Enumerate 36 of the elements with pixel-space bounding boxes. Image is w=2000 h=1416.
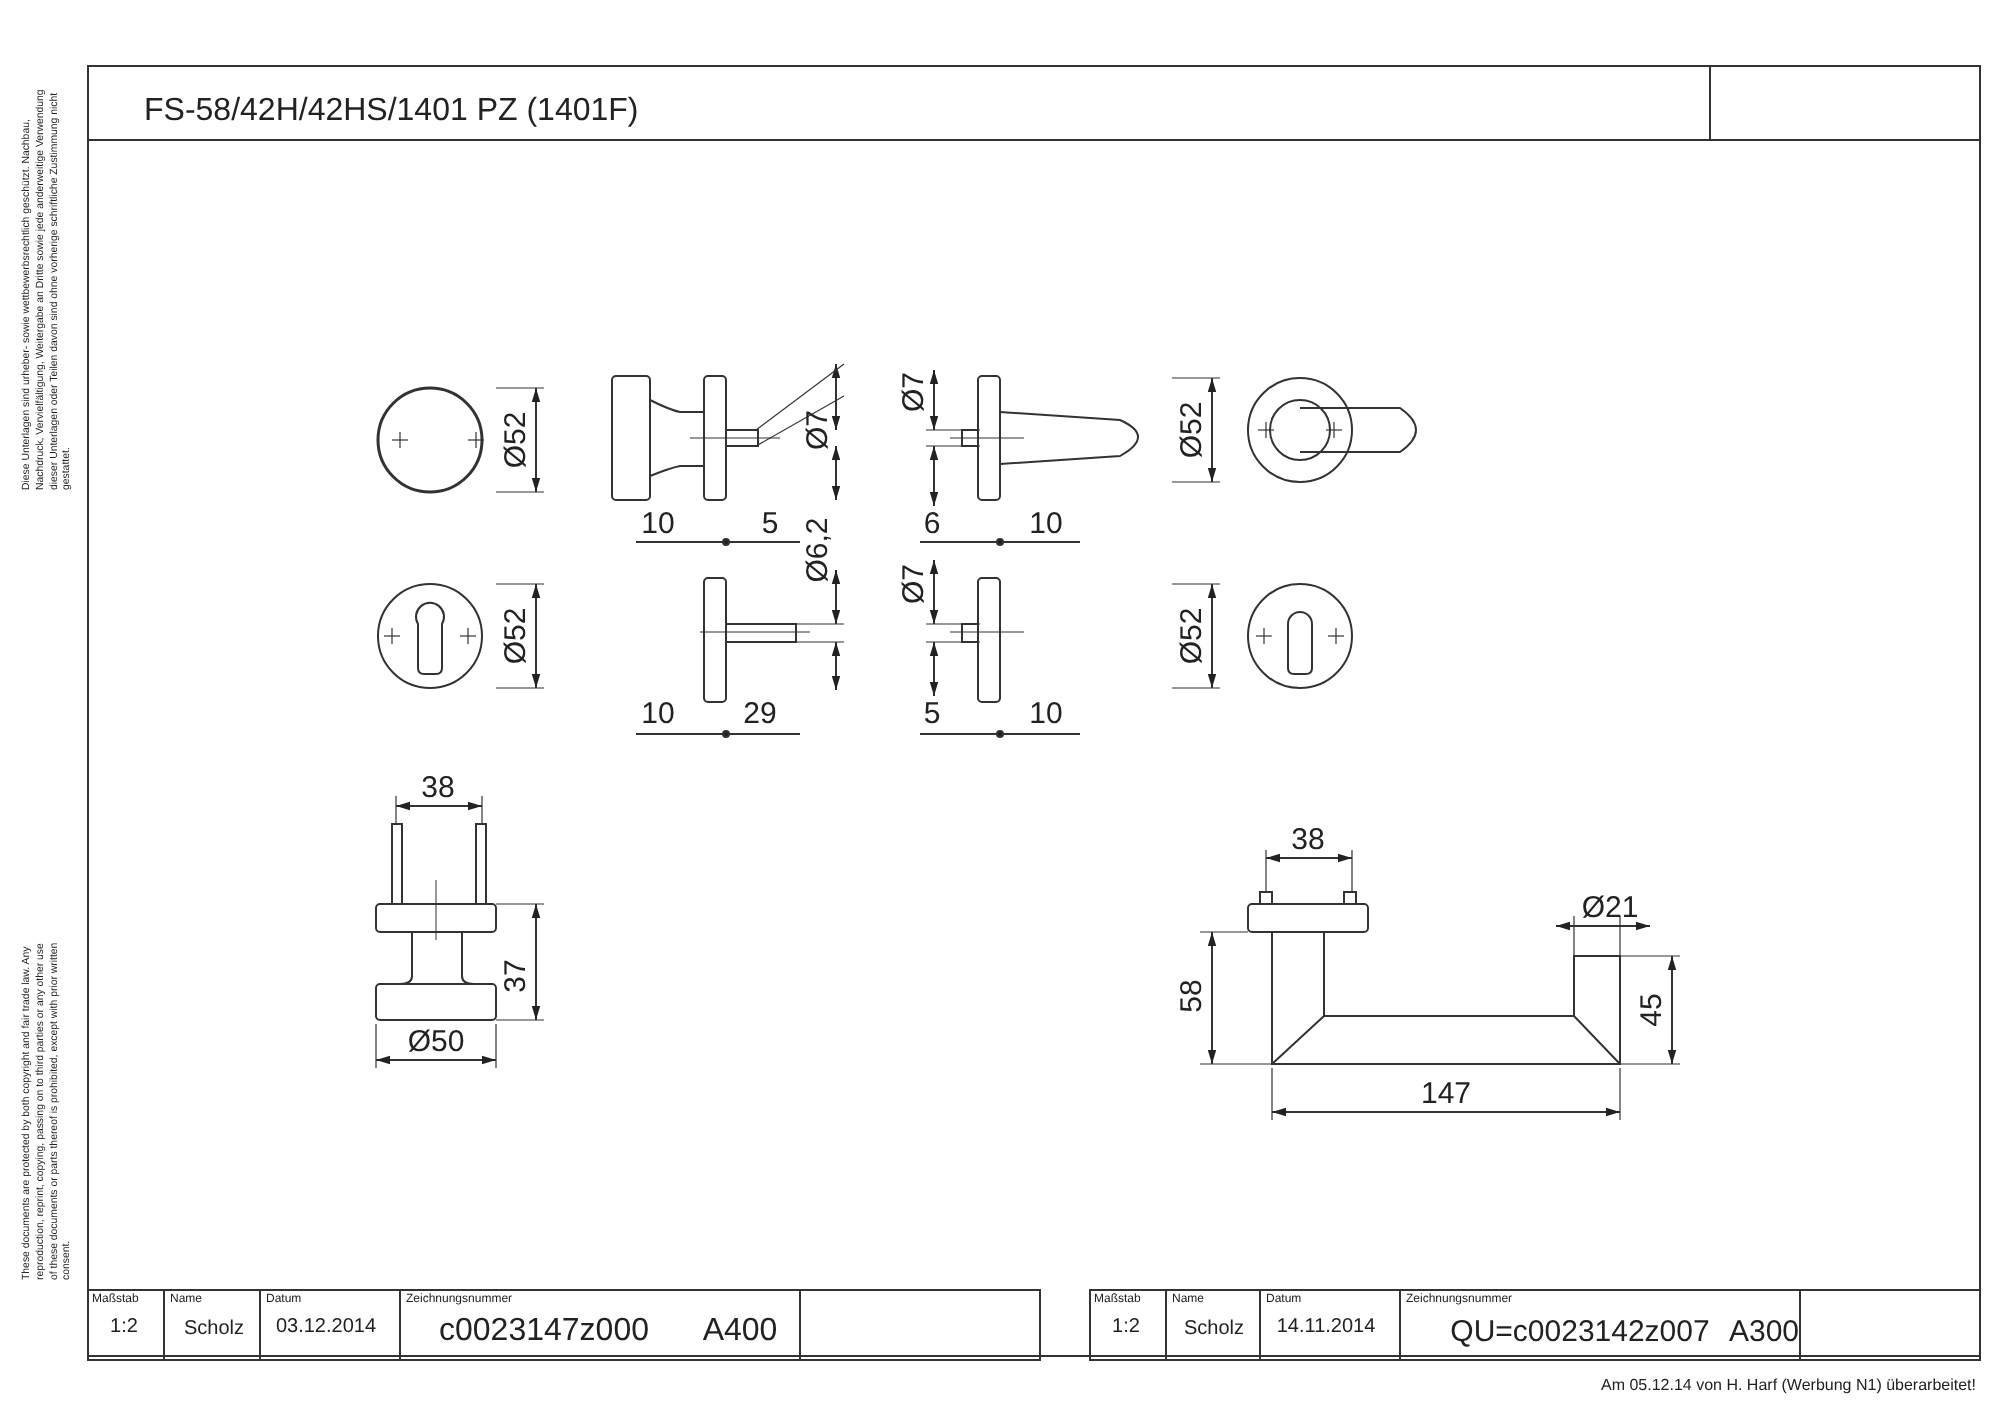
dimension-value: 38 (1291, 825, 1325, 855)
field-value: 03.12.2014 (275, 1318, 377, 1338)
dimension-value: 29 (743, 699, 777, 729)
dimension-value: 38 (421, 773, 455, 803)
dimension-value: Ø50 (407, 1027, 465, 1057)
dimension-value: Ø52 (1177, 607, 1207, 665)
dimension-value: 147 (1420, 1079, 1472, 1109)
dimension-value: 10 (1029, 699, 1063, 729)
dimension-value: Ø7 (899, 372, 929, 412)
sheet-size: A300 (1728, 1317, 1800, 1347)
dimension-value: 10 (641, 699, 675, 729)
drawing-title: FS-58/42H/42HS/1401 PZ (1401F) (144, 96, 639, 128)
sheet-size: A400 (702, 1316, 778, 1348)
dimension-value: Ø7 (803, 410, 833, 450)
dimension-value: 37 (501, 959, 531, 993)
dimension-value: Ø7 (899, 564, 929, 604)
field-value: 1:2 (110, 1318, 138, 1338)
dimension-value: 58 (1177, 979, 1207, 1013)
field-value: Scholz (1184, 1320, 1244, 1340)
dimension-value: Ø52 (501, 607, 531, 665)
dimension-value: 5 (761, 509, 779, 539)
field-value: 1:2 (1112, 1318, 1140, 1338)
field-value: Scholz (184, 1320, 244, 1340)
dimension-value: Ø52 (501, 411, 531, 469)
dimension-value: 10 (641, 509, 675, 539)
drawing-number: c0023147z000 (439, 1316, 649, 1348)
field-value: 14.11.2014 (1276, 1318, 1376, 1338)
drawing-number: QU=c0023142z007 (1450, 1317, 1710, 1347)
revision-note: Am 05.12.14 von H. Harf (Werbung N1) überarbeitet! (1601, 1378, 1976, 1394)
dimension-value: 6 (923, 509, 941, 539)
dimension-value: Ø6,2 (803, 517, 833, 583)
dimension-value: 45 (1637, 993, 1667, 1027)
dimension-value: 5 (923, 699, 941, 729)
dimension-value: 10 (1029, 509, 1063, 539)
dimension-value: Ø52 (1177, 401, 1207, 459)
dimension-value: Ø21 (1581, 893, 1639, 923)
